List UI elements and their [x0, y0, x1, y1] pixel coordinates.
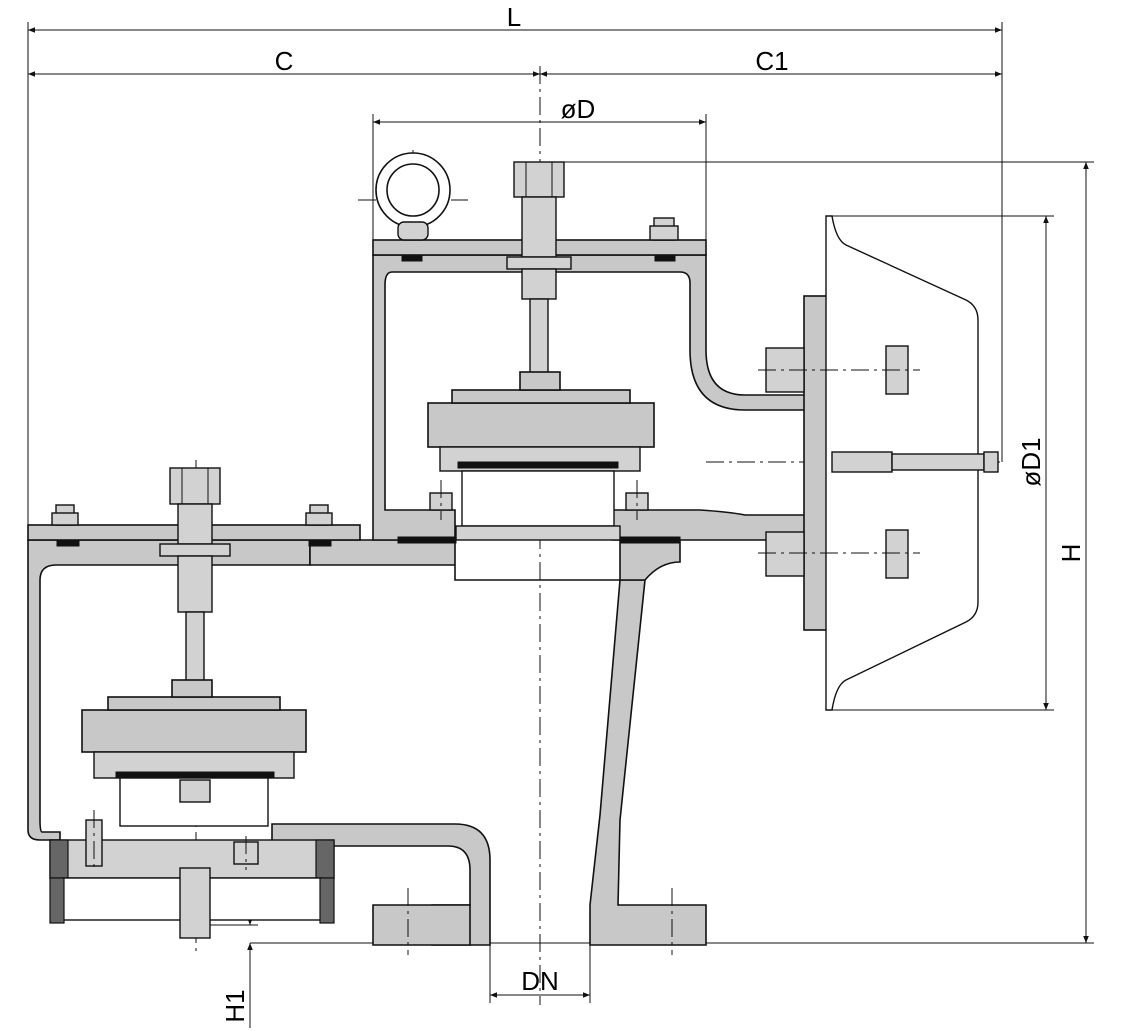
label-oD: øD — [561, 94, 596, 124]
lower-valve-assembly — [27, 467, 361, 939]
right-body-wall — [589, 579, 707, 946]
label-C1: C1 — [755, 46, 788, 76]
lower-pallet-disc — [81, 709, 307, 753]
valve-body — [27, 215, 979, 946]
label-L: L — [507, 2, 521, 32]
label-H: H — [1056, 544, 1086, 563]
lower-stem-nut — [169, 467, 221, 505]
label-DN: DN — [521, 966, 559, 996]
bottom-flange-left — [372, 904, 471, 946]
left-chamber-wall — [27, 539, 311, 841]
eye-bolt — [375, 152, 451, 241]
upper-hood — [372, 254, 839, 541]
label-H1: H1 — [220, 989, 250, 1022]
upper-stem-nut — [513, 161, 565, 198]
flange-bolts — [758, 345, 999, 579]
main-seat-housing — [309, 539, 681, 581]
label-C: C — [275, 46, 294, 76]
dimension-labels: L C C1 øD øD1 H DN H1 — [220, 2, 1086, 1023]
upper-pallet-disc — [427, 402, 655, 448]
upper-valve-assembly — [372, 152, 707, 544]
label-oD1: øD1 — [1016, 437, 1046, 486]
